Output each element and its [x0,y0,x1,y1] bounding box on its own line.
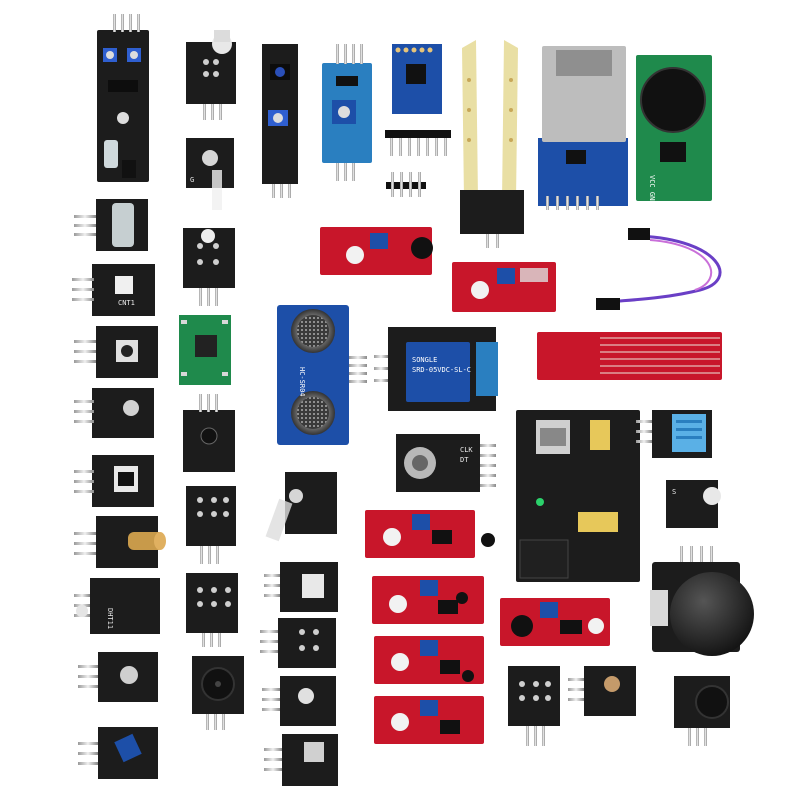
push-button-module [74,326,158,378]
photo-interrupter-module: CNT1 [72,264,155,316]
red-sensor-module-d [374,696,484,744]
small-switch-module [264,734,338,786]
led-module-right: S [666,480,721,528]
gyro-module [392,44,442,114]
photoresistor-module [568,666,636,716]
red-sensor-module-b [372,576,484,624]
soil-moisture-probe [460,40,524,248]
ir-tracking-module [262,44,298,198]
two-color-led-module [183,228,235,306]
sr04-label: HC-SR04 [298,367,306,397]
mic-sensor-module [500,598,610,646]
red-sensor-module-c [374,636,484,684]
key-matrix-module [186,573,238,647]
dht11-sensor [636,410,712,458]
blue-potentiometer-module [322,44,372,181]
rtc-clock-module: VCC GND CLK DAT RST [636,55,712,256]
rgb-module-bottom [508,666,560,746]
laser-module [74,516,166,568]
matrix-module [186,486,236,564]
small-led-diode-module [265,472,337,542]
jumper-wire [596,228,722,310]
dht-text: DHT11 [106,608,114,629]
relay-model: SRD-05VDC-SL-C [412,366,471,374]
water-level-sensor: Water Sensor [537,332,722,397]
sound-sensor-module-1 [320,227,433,275]
rotary-encoder-module: CLK DT [396,434,496,492]
breadboard-power-module [516,410,640,582]
green-pcb-module [179,315,231,385]
relay-module: SONGLE SRD-05VDC-SL-C [374,327,498,411]
water-label: Water Sensor [560,389,611,397]
relay-brand: SONGLE [412,356,437,364]
led-module [74,388,154,438]
digital-temp-module: DHT11 [74,578,160,634]
ir-obstacle-module [97,14,149,182]
pin-s-label: S [672,488,676,496]
rtc-pin-labels: VCC GND CLK DAT RST [648,175,656,256]
red-sensor-module-a [365,510,495,558]
reed-switch-module [74,455,154,507]
ultrasonic-sensor: HC-SR04 [277,305,367,445]
pin-g-label: G [190,176,194,184]
joystick-module [650,546,754,656]
reed-sensor-module-red [452,262,556,312]
pin-headers [385,130,451,197]
clk-label: CLK [460,446,473,454]
sd-card-module [538,46,628,210]
mercury-tilt-module [74,199,148,251]
reed-module-col3 [264,562,338,612]
rotary-tilt-module [78,652,158,702]
transistor-module [183,394,235,472]
capacitive-module [260,618,336,668]
rgb-led-module-top [186,30,236,120]
dt-label: DT [460,456,469,464]
led-small-module: G [186,138,234,210]
buzzer-module [192,656,244,730]
cnt-label: CNT1 [118,299,135,307]
active-buzzer-module [674,676,730,746]
ir-receiver-module [262,676,336,726]
ball-switch-module [78,727,158,779]
